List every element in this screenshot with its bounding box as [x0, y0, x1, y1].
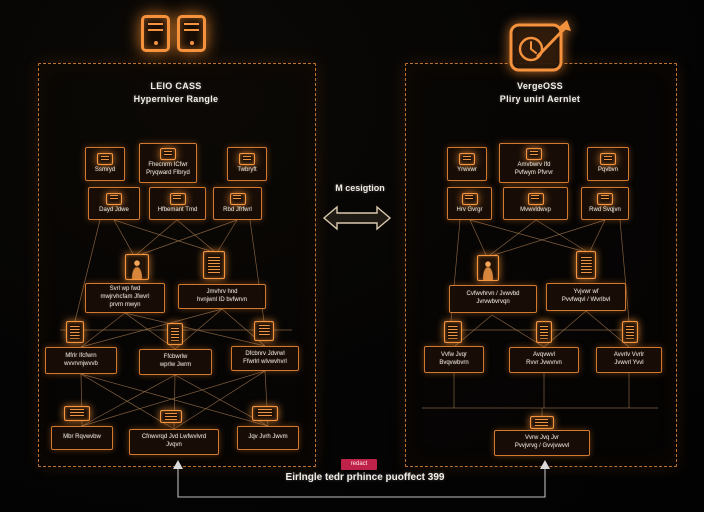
- migration-badge-icon: [509, 20, 571, 72]
- document-icon: [461, 192, 478, 205]
- document-icon: [169, 192, 186, 205]
- right-panel-title-line1: VergeOSS: [517, 81, 563, 91]
- node-label: Fhecnrm ICfwr Pryqward Flbryd: [146, 162, 190, 176]
- diagram-node: Pqvbvn: [587, 147, 629, 181]
- user-icon: [477, 255, 499, 281]
- server-icon: [64, 406, 90, 421]
- diagram-node: Twbryft: [227, 147, 267, 181]
- right-panel: [405, 63, 677, 467]
- node-label: Svrl wp fwd mwjrvhcfam Jfwvrl prvrn mwyn: [100, 286, 150, 308]
- server-tower-icon: [177, 15, 206, 52]
- diagram-node: Ssmryd: [85, 147, 125, 181]
- node-label: Vvrw Jvq Jvr Pvvjvrvg / Gvvjvwvvl: [514, 435, 570, 449]
- diagram-node: Hfbemant Tmd: [149, 187, 206, 220]
- node-label: Mvwvldwvp: [520, 206, 551, 213]
- node-label: Cvfwvhrvn / Jvwvbd Jvrvwbvrvqn: [466, 291, 520, 305]
- diagram-node: Svrl wp fwd mwjrvhcfam Jfwvrl prvrn mwyn: [85, 283, 165, 313]
- document-icon: [229, 192, 246, 205]
- diagram-node: Vvfw Jvqr Bvqvwbvrn: [424, 346, 484, 373]
- node-label: Jmvhrv hnd hvnjwnl ID bvfwrvn: [196, 288, 247, 303]
- node-label: Avqvwvl Rvvr Jvwvrvn: [526, 352, 562, 366]
- node-label: Yrwvwr: [457, 167, 477, 174]
- node-label: Avvrlv Vvrlr Jvwvrl Yvvl: [613, 352, 645, 366]
- diagram-node: Avqvwvl Rvvr Jvwvrvn: [509, 347, 579, 373]
- node-label: Dfcbnrv Jdvrwl Ffwrlrl wlvwvhvrl: [243, 350, 287, 365]
- diagram-node: Mfrlr Ifcfwrn wvvrvnjwvvb: [45, 347, 117, 374]
- node-label: Ssmryd: [94, 167, 116, 174]
- diagram-node: Dfcbnrv Jdvrwl Ffwrlrl wlvwvhvrl: [231, 346, 299, 371]
- document-icon: [97, 153, 113, 166]
- diagram-node: Fhecnrm ICfwr Pryqward Flbryd: [139, 143, 197, 183]
- diagram-node: Yrwvwr: [447, 147, 487, 181]
- node-label: Amvbwrv Ifd Pvfwym Pfvrvr: [514, 162, 554, 176]
- node-label: Hfbemant Tmd: [157, 206, 198, 213]
- diagram-node: Dayd Jdwe: [88, 187, 140, 220]
- list-icon: [203, 251, 225, 279]
- right-panel-title-line2: Pliry unirl Aernlet: [499, 93, 581, 104]
- server-icon: [160, 410, 182, 423]
- node-label: Twbryft: [237, 167, 257, 174]
- diagram-node: Jmvhrv hnd hvnjwnl ID bvfwrvn: [178, 284, 266, 309]
- status-badge: redact: [341, 459, 377, 470]
- document-icon: [160, 148, 176, 161]
- list-icon: [254, 321, 274, 341]
- migration-label: M cesigtion: [335, 183, 385, 193]
- server-icon: [252, 406, 278, 421]
- footer-caption: Eirlngle tedr prhince puoffect 399: [285, 472, 445, 483]
- diagram-node: Amvbwrv Ifd Pvfwym Pfvrvr: [499, 143, 569, 183]
- diagram-node: Cvfwvhrvn / Jvwvbd Jvrvwbvrvqn: [449, 285, 537, 313]
- diagram-node: Ffcbwrlw wprlw Jwrm: [139, 349, 212, 375]
- lock-icon: [66, 321, 84, 343]
- lock-icon: [444, 321, 462, 343]
- user-icon: [125, 254, 149, 280]
- server-tower-icon: [141, 15, 170, 52]
- diagram-node: Cfnwvrqd Jvd Lwfwvlvrd Jvqvn: [129, 429, 219, 455]
- node-label: Hrv Gvrgr: [456, 206, 483, 213]
- node-label: Dayd Jdwe: [99, 206, 129, 213]
- left-panel-title: LEIO CASS Hyperniver Rangle: [38, 80, 314, 105]
- diagram-node: Hrv Gvrgr: [447, 187, 492, 220]
- node-label: Jqv Jvrh Jwvm: [248, 434, 288, 441]
- left-panel-title-line1: LEIO CASS: [150, 81, 202, 91]
- node-label: Vvfw Jvqr Bvqvwbvrn: [439, 351, 469, 366]
- document-icon: [459, 153, 475, 166]
- document-icon: [239, 153, 255, 166]
- node-label: Rwd Svqjvn: [589, 206, 621, 213]
- list-icon: [536, 321, 552, 343]
- node-label: Pqvbvn: [597, 167, 618, 174]
- server-icon: [530, 416, 554, 429]
- node-label: Yvjvwr wf Pvvfwqvl / Wvrlbvl: [561, 289, 611, 303]
- diagram-node: Mbr Rqvwvbw: [51, 426, 113, 450]
- diagram-node: Mvwvldwvp: [503, 187, 568, 220]
- document-icon: [597, 192, 613, 205]
- diagram-node: Vvrw Jvq Jvr Pvvjvrvg / Gvvjvwvvl: [494, 430, 590, 456]
- node-label: Cfnwvrqd Jvd Lwfwvlvrd Jvqvn: [141, 434, 207, 448]
- diagram-node: Jqv Jvrh Jwvm: [237, 426, 299, 450]
- server-icon: [167, 323, 183, 345]
- diagram-node: Avvrlv Vvrlr Jvwvrl Yvvl: [596, 347, 662, 373]
- diagram-node: Rbd Jfrfwrl: [213, 187, 262, 220]
- document-icon: [527, 192, 544, 205]
- database-icon: [622, 321, 638, 343]
- document-icon: [526, 148, 542, 161]
- document-icon: [600, 153, 616, 166]
- document-icon: [106, 192, 122, 205]
- node-label: Mbr Rqvwvbw: [63, 434, 101, 441]
- left-panel-title-line2: Hyperniver Rangle: [133, 93, 219, 104]
- list-icon: [576, 251, 596, 279]
- node-label: Ffcbwrlw wprlw Jwrm: [159, 354, 192, 368]
- node-label: Mfrlr Ifcfwrn wvvrvnjwvvb: [64, 352, 98, 367]
- node-label: Rbd Jfrfwrl: [223, 206, 252, 213]
- diagram-node: Rwd Svqjvn: [581, 187, 629, 220]
- diagram-node: Yvjvwr wf Pvvfwqvl / Wvrlbvl: [546, 283, 626, 311]
- right-panel-title: VergeOSS Pliry unirl Aernlet: [405, 80, 675, 105]
